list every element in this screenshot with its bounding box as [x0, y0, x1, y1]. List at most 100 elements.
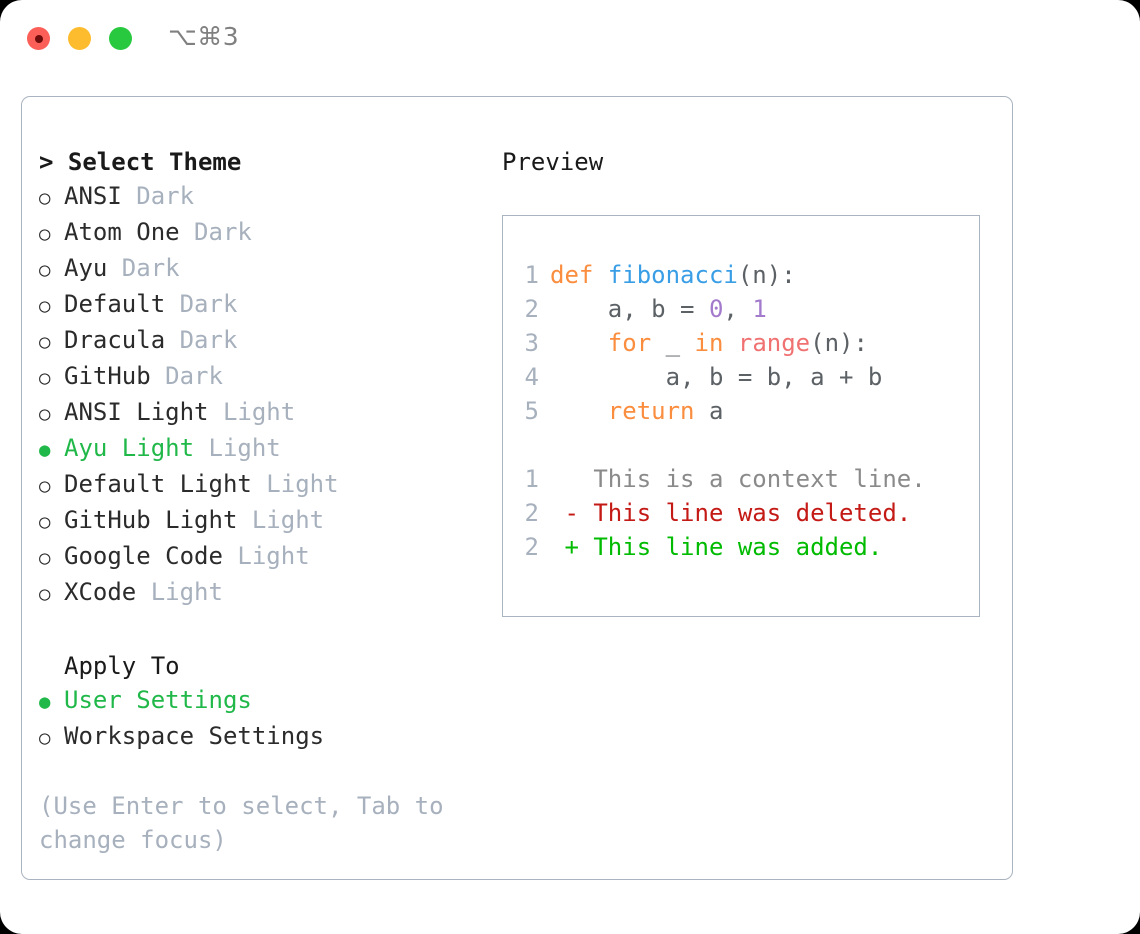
code-line: 4 a, b = b, a + b — [517, 360, 926, 394]
theme-option-variant: Dark — [107, 254, 180, 282]
radio-unselected-icon: ○ — [39, 583, 51, 605]
preview-separator — [517, 428, 926, 462]
preview-heading: Preview — [502, 148, 604, 176]
apply-option-label: Workspace Settings — [64, 722, 325, 750]
theme-selection-column: > Select Theme ○ANSI Dark○Atom One Dark○… — [39, 145, 484, 857]
radio-unselected-icon: ○ — [39, 475, 51, 497]
theme-option-variant: Dark — [165, 326, 238, 354]
theme-option-github[interactable]: ○GitHub Dark — [39, 359, 484, 395]
theme-option-atom-one[interactable]: ○ Atom One Dark — [39, 215, 484, 251]
theme-option-ansi-light[interactable]: ○ANSI Light Light — [39, 395, 484, 431]
code-token-plain: a, b = b, a + b — [550, 363, 883, 391]
theme-option-label: ANSI Light — [64, 398, 209, 426]
theme-option-label: Google Code — [64, 542, 223, 570]
code-token-plain: _ — [651, 329, 695, 357]
theme-option-label: GitHub — [64, 362, 151, 390]
title-bar: ⌥⌘3 — [0, 0, 1140, 78]
theme-option-variant: Dark — [150, 362, 223, 390]
code-token-plain: (n): — [810, 329, 868, 357]
theme-option-ansi[interactable]: ○ANSI Dark — [39, 179, 484, 215]
theme-option-label: XCode — [64, 578, 137, 606]
radio-unselected-icon: ○ — [39, 223, 51, 245]
code-token-num: 0 — [708, 295, 724, 323]
theme-option-dracula[interactable]: ○Dracula Dark — [39, 323, 484, 359]
code-token-kw: return — [607, 397, 695, 425]
apply-option-label: User Settings — [64, 686, 252, 714]
theme-option-variant: Light — [237, 506, 325, 534]
zoom-button-icon[interactable] — [109, 27, 132, 50]
radio-unselected-icon: ○ — [39, 295, 51, 317]
code-line: 5 return a — [517, 394, 926, 428]
radio-unselected-icon: ○ — [39, 259, 51, 281]
theme-option-label: Default — [64, 290, 166, 318]
line-number: 5 — [524, 397, 539, 425]
apply-to-heading: Apply To — [64, 652, 180, 680]
code-line: 2 a, b = 0, 1 — [517, 292, 926, 326]
recording-dot-icon — [34, 34, 43, 43]
radio-unselected-icon: ○ — [39, 547, 51, 569]
code-token-plain: , — [723, 295, 753, 323]
line-number: 1 — [524, 261, 539, 289]
theme-option-variant: Light — [136, 578, 223, 606]
select-theme-heading: > Select Theme — [39, 145, 484, 179]
apply-option-workspace-settings[interactable]: ○ Workspace Settings — [39, 719, 484, 755]
theme-option-default[interactable]: ○Default Dark — [39, 287, 484, 323]
theme-option-variant: Light — [251, 470, 339, 498]
section-gap — [39, 611, 484, 649]
traffic-light-group — [27, 27, 132, 50]
theme-option-label: Ayu Light — [64, 434, 195, 462]
theme-option-default-light[interactable]: ○ Default Light Light — [39, 467, 484, 503]
line-number: 2 — [524, 533, 539, 561]
code-token-kw: in — [694, 329, 724, 357]
theme-option-variant: Dark — [179, 218, 252, 246]
theme-option-variant: Light — [222, 542, 310, 570]
code-token-del: - This line was deleted. — [550, 499, 912, 527]
focus-caret-icon: > — [39, 148, 68, 176]
radio-selected-icon: ● — [39, 439, 51, 461]
code-token-num: 1 — [752, 295, 767, 323]
theme-option-google-code[interactable]: ○ Google Code Light — [39, 539, 484, 575]
minimize-button-icon[interactable] — [68, 27, 91, 50]
close-button-icon[interactable] — [27, 27, 50, 50]
theme-option-variant: Light — [208, 398, 296, 426]
theme-option-label: Atom One — [64, 218, 180, 246]
theme-option-ayu-light[interactable]: ● Ayu Light Light — [39, 431, 484, 467]
code-token-bi: range — [737, 329, 811, 357]
keyboard-hint-text: (Use Enter to select, Tab to change focu… — [39, 792, 444, 854]
theme-option-xcode[interactable]: ○ XCode Light — [39, 575, 484, 611]
theme-option-variant: Light — [194, 434, 281, 462]
line-number: 3 — [524, 329, 539, 357]
diff-line: 2 - This line was deleted. — [517, 496, 926, 530]
theme-option-github-light[interactable]: ○GitHub Light Light — [39, 503, 484, 539]
code-token-plain — [723, 329, 737, 357]
line-number: 4 — [524, 363, 539, 391]
theme-option-ayu[interactable]: ○ Ayu Dark — [39, 251, 484, 287]
code-token-fn: fibonacci — [607, 261, 738, 289]
code-token-add: + This line was added. — [550, 533, 883, 561]
line-number: 2 — [524, 295, 539, 323]
code-token-plain: a — [694, 397, 724, 425]
line-number: 1 — [524, 465, 539, 493]
select-theme-heading-label: Select Theme — [67, 148, 242, 176]
theme-option-label: Default Light — [64, 470, 252, 498]
code-token-plain — [593, 261, 607, 289]
theme-picker-dialog: > Select Theme ○ANSI Dark○Atom One Dark○… — [21, 96, 1013, 880]
theme-option-list: ○ANSI Dark○Atom One Dark○Ayu Dark○Defaul… — [39, 179, 484, 611]
theme-option-label: Ayu — [64, 254, 108, 282]
line-number: 2 — [524, 499, 539, 527]
radio-unselected-icon: ○ — [39, 187, 51, 209]
apply-option-user-settings[interactable]: ●User Settings — [39, 683, 484, 719]
code-token-ctx: This is a context line. — [550, 465, 926, 493]
code-token-kw: def — [550, 261, 594, 289]
code-token-plain: a, b = — [550, 295, 709, 323]
code-line: 3 for _ in range(n): — [517, 326, 926, 360]
radio-unselected-icon: ○ — [39, 727, 51, 749]
apply-to-option-list: ●User Settings ○ Workspace Settings — [39, 683, 484, 755]
theme-option-label: GitHub Light — [64, 506, 238, 534]
diff-line: 2 + This line was added. — [517, 530, 926, 564]
